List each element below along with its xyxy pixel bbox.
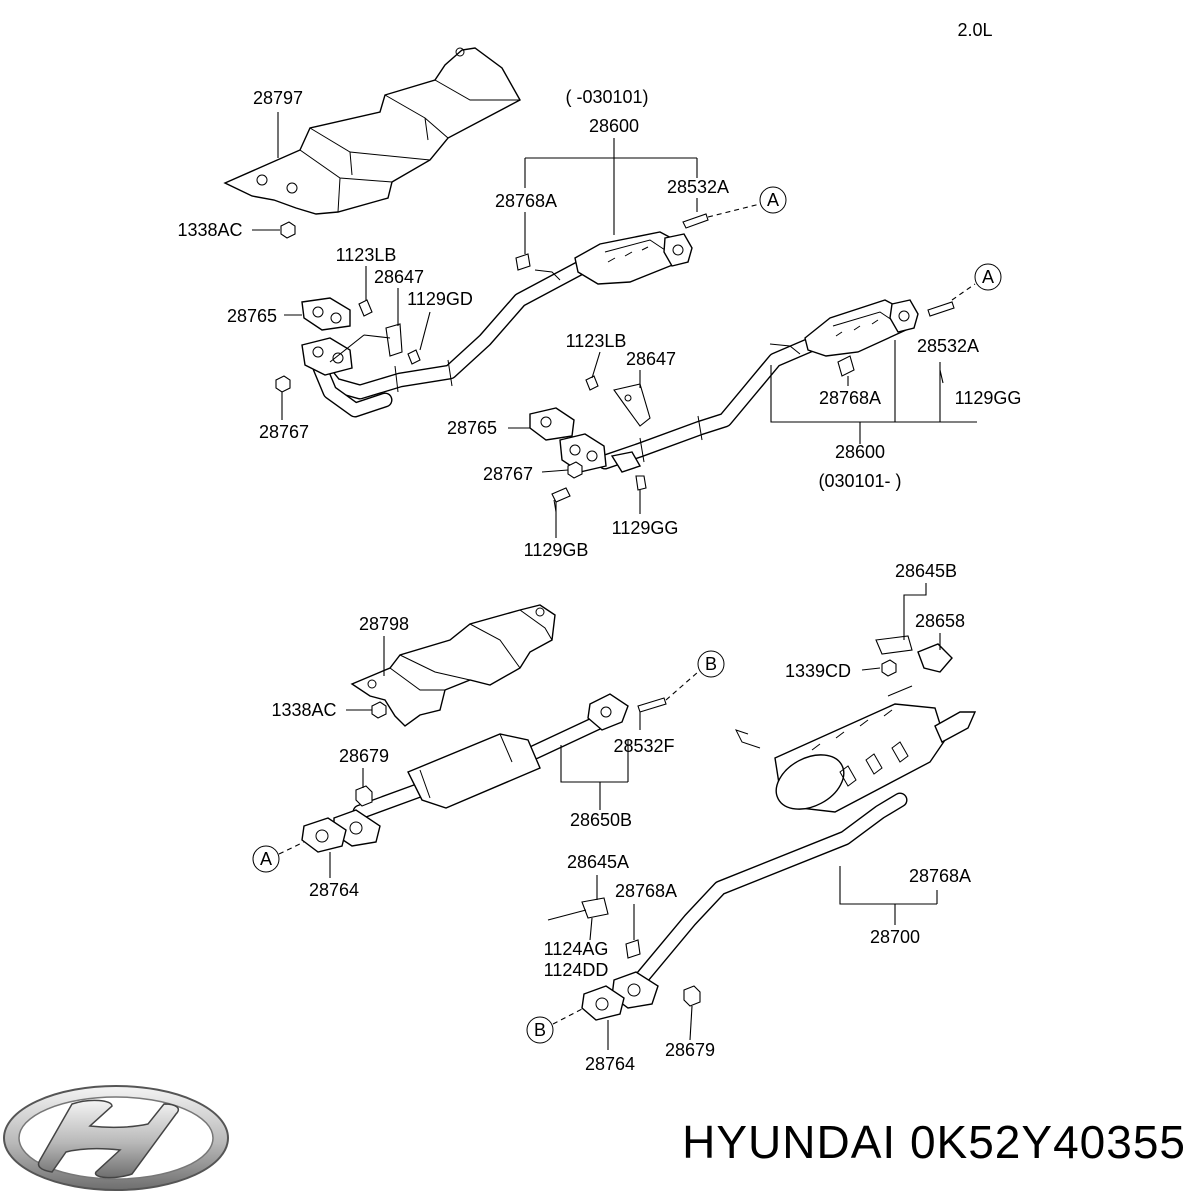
hanger-28645a-part bbox=[547, 897, 609, 921]
brand-caption: HYUNDAI 0K52Y40355 bbox=[682, 1116, 1186, 1168]
label-bracket-28647-late: 28647 bbox=[626, 349, 676, 369]
gasket-28764-upper-part bbox=[301, 817, 347, 853]
label-gasket-28765-late: 28765 bbox=[447, 418, 497, 438]
front-pipe-early-part bbox=[301, 231, 693, 418]
label-bolt-1124ag: 1124AG bbox=[544, 939, 609, 959]
bracket-28647-early-part bbox=[385, 323, 403, 357]
gasket-28768a-late-part bbox=[837, 355, 855, 377]
label-nut-28767-early: 28767 bbox=[259, 422, 309, 442]
label-bracket-28647-early: 28647 bbox=[374, 267, 424, 287]
connector-b-upper-label: B bbox=[705, 654, 717, 674]
bolt-1123lb-early-part bbox=[358, 299, 373, 317]
connector-a-top-label: A bbox=[767, 190, 779, 210]
label-hanger-28645b: 28645B bbox=[895, 561, 957, 581]
heat-shield-center-part bbox=[350, 604, 556, 727]
label-range-late: (030101- ) bbox=[818, 471, 901, 491]
label-range-early: ( -030101) bbox=[565, 87, 648, 107]
center-muffler-part bbox=[333, 693, 629, 847]
gasket-28765-early-part bbox=[301, 297, 351, 331]
hyundai-logo-icon bbox=[3, 1085, 229, 1191]
gasket-28768a-early-part bbox=[515, 253, 531, 271]
label-nut-28679-lower: 28679 bbox=[665, 1040, 715, 1060]
nut-28679-lower-part bbox=[683, 985, 701, 1007]
stud-28532a-early-part bbox=[682, 213, 709, 229]
gasket-28765-late-part bbox=[529, 407, 575, 441]
connector-b-lower: B bbox=[526, 1016, 554, 1044]
connector-a-right-label: A bbox=[982, 267, 994, 287]
engine-label: 2.0L bbox=[957, 20, 992, 40]
label-gasket-28764-lower: 28764 bbox=[585, 1054, 635, 1074]
connector-a-bottom: A bbox=[252, 845, 280, 873]
hanger-28658-part bbox=[875, 635, 953, 673]
label-nut-28679-upper: 28679 bbox=[339, 746, 389, 766]
label-gasket-28768a-rear: 28768A bbox=[909, 866, 971, 886]
label-bolt-1129gb: 1129GB bbox=[524, 540, 589, 560]
label-front-pipe-late: 28600 bbox=[835, 442, 885, 462]
label-heat-shield-front: 28797 bbox=[253, 88, 303, 108]
label-front-pipe-early: 28600 bbox=[589, 116, 639, 136]
label-bolt-1129gd: 1129GD bbox=[407, 289, 473, 309]
main-muffler-part bbox=[611, 685, 977, 1009]
label-nut-28767-late: 28767 bbox=[483, 464, 533, 484]
label-nut-1339cd: 1339CD bbox=[785, 661, 851, 681]
label-center-muffler: 28650B bbox=[570, 810, 632, 830]
label-nut-upper: 1338AC bbox=[177, 220, 242, 240]
nut-1338ac-lower-part bbox=[371, 701, 387, 719]
label-nut-lower: 1338AC bbox=[271, 700, 336, 720]
part-labels: 2.0L 28797 1338AC ( -030101) 28600 28768… bbox=[177, 20, 1021, 1074]
stud-28532f-part bbox=[637, 697, 667, 713]
gasket-28764-lower-part bbox=[581, 985, 625, 1021]
label-bolt-1129gg-bottom: 1129GG bbox=[612, 518, 679, 538]
label-bolt-1123lb-early: 1123LB bbox=[336, 245, 397, 265]
label-gasket-28768a-lower: 28768A bbox=[615, 881, 677, 901]
bolt-1123lb-late-part bbox=[585, 375, 599, 391]
connector-b-lower-label: B bbox=[534, 1020, 546, 1040]
label-bolt-1124dd: 1124DD bbox=[544, 960, 609, 980]
front-pipe-late-part bbox=[559, 299, 919, 473]
leader-lines bbox=[252, 112, 977, 1050]
label-hanger-28658: 28658 bbox=[915, 611, 965, 631]
label-gasket-28768a-late: 28768A bbox=[819, 388, 881, 408]
label-main-muffler: 28700 bbox=[870, 927, 920, 947]
label-stud-late: 28532A bbox=[917, 336, 979, 356]
bolt-1129gd-part bbox=[407, 349, 421, 365]
label-bolt-1123lb-late: 1123LB bbox=[566, 331, 627, 351]
gasket-28768a-lower-part bbox=[625, 939, 641, 959]
heat-shield-front-part bbox=[223, 47, 521, 215]
connector-a-top: A bbox=[759, 186, 787, 214]
label-bolt-1129gg-right: 1129GG bbox=[955, 388, 1022, 408]
connector-b-upper: B bbox=[697, 650, 725, 678]
nut-1339cd-part bbox=[881, 659, 897, 677]
label-stud-early: 28532A bbox=[667, 177, 729, 197]
connector-a-bottom-label: A bbox=[260, 849, 272, 869]
bolt-1129gb-part bbox=[551, 487, 571, 513]
bolt-1129gg-bottom-part bbox=[635, 475, 647, 491]
label-heat-shield-center: 28798 bbox=[359, 614, 409, 634]
nut-28767-early-part bbox=[275, 375, 291, 393]
label-gasket-early: 28768A bbox=[495, 191, 557, 211]
nut-28767-late-part bbox=[567, 461, 583, 479]
bracket-28647-late-part bbox=[613, 383, 651, 427]
label-hanger-28645a: 28645A bbox=[567, 852, 629, 872]
nut-28679-upper-part bbox=[355, 785, 373, 807]
connector-a-right: A bbox=[974, 263, 1002, 291]
nut-1338ac-upper-part bbox=[280, 221, 296, 239]
stud-28532a-late-part bbox=[927, 301, 955, 317]
label-gasket-28765-early: 28765 bbox=[227, 306, 277, 326]
label-gasket-28764-upper: 28764 bbox=[309, 880, 359, 900]
label-stud-28532f: 28532F bbox=[613, 736, 674, 756]
